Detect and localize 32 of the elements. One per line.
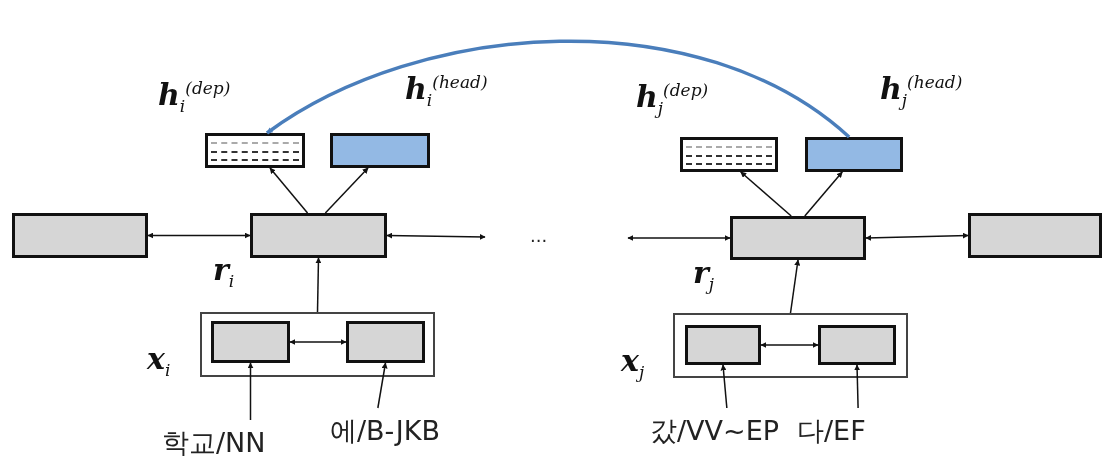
- arrow: [720, 364, 728, 409]
- hidden-state-box: [12, 213, 148, 258]
- arrow: [854, 364, 861, 409]
- arrow: [324, 167, 369, 214]
- double-arrow: [865, 232, 969, 241]
- hidden-state-box: [685, 325, 761, 365]
- arrow: [804, 171, 843, 217]
- arrow: [315, 257, 322, 313]
- vector-label: x$_{j}$: [621, 346, 645, 381]
- token-label: 학교/NN: [162, 420, 266, 466]
- curved-arrow: [266, 39, 851, 139]
- arrow: [247, 362, 254, 421]
- double-arrow: [627, 235, 731, 241]
- vector-label: r$_{j}$: [693, 258, 715, 293]
- double-arrow: [147, 232, 251, 239]
- token-label: 다/EF: [797, 408, 866, 454]
- arrow: [377, 362, 388, 409]
- arrow: [740, 171, 792, 217]
- vector-label: x$_{i}$: [147, 344, 171, 379]
- token-label: 갔/VV~EP: [650, 408, 779, 454]
- hidden-state-box: [346, 321, 425, 363]
- hidden-state-box: [211, 321, 290, 363]
- ellipsis: ...: [530, 224, 548, 248]
- vector-label: r$_{i}$: [213, 255, 235, 290]
- hidden-state-box: [818, 325, 896, 365]
- hidden-state-box: [968, 213, 1102, 258]
- double-arrow: [289, 339, 347, 345]
- token-label: 에/B-JKB: [330, 408, 441, 454]
- arrow: [789, 259, 801, 314]
- double-arrow: [760, 342, 819, 348]
- arrow: [269, 167, 309, 214]
- double-arrow: [386, 232, 486, 240]
